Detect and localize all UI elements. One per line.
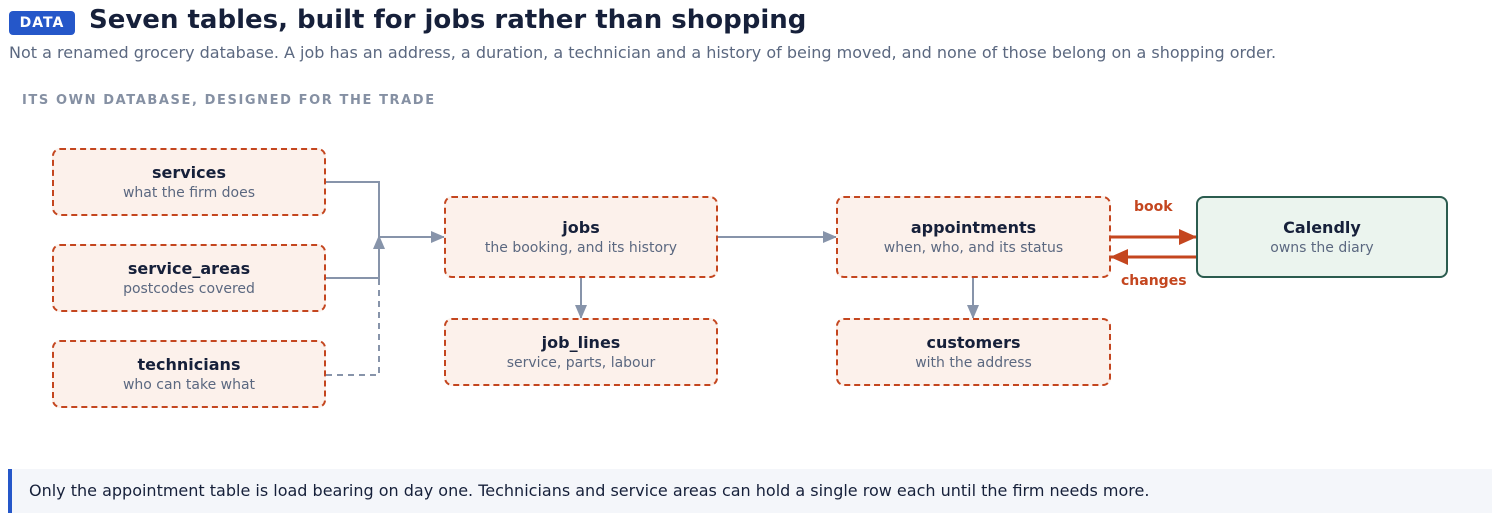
table-description: what the firm does xyxy=(122,185,256,201)
external-calendly: Calendly owns the diary xyxy=(1196,196,1448,278)
table-name: job_lines xyxy=(541,333,621,352)
table-name: services xyxy=(151,163,227,182)
external-description: owns the diary xyxy=(1270,240,1374,256)
table-appointments: appointments when, who, and its status xyxy=(836,196,1111,278)
edge-services-to-bus xyxy=(326,181,380,248)
table-name: technicians xyxy=(137,355,241,374)
table-jobs: jobs the booking, and its history xyxy=(444,196,718,278)
table-description: service, parts, labour xyxy=(506,355,656,371)
edge-technicians-to-bus xyxy=(326,250,380,376)
section-label: ITS OWN DATABASE, DESIGNED FOR THE TRADE xyxy=(22,93,436,108)
edge-label-changes: changes xyxy=(1121,273,1187,289)
table-services: services what the firm does xyxy=(52,148,326,216)
table-job-lines: job_lines service, parts, labour xyxy=(444,318,718,386)
table-description: postcodes covered xyxy=(123,281,255,297)
table-description: with the address xyxy=(915,355,1032,371)
table-service-areas: service_areas postcodes covered xyxy=(52,244,326,312)
table-name: service_areas xyxy=(127,259,251,278)
footer-note: Only the appointment table is load beari… xyxy=(8,469,1492,513)
edge-service-areas-to-bus xyxy=(326,250,380,279)
edge-label-book: book xyxy=(1134,199,1173,215)
table-name: customers xyxy=(926,333,1021,352)
table-name: appointments xyxy=(910,218,1037,237)
external-name: Calendly xyxy=(1283,218,1361,237)
table-name: jobs xyxy=(562,218,600,237)
page-subtitle: Not a renamed grocery database. A job ha… xyxy=(9,43,1277,62)
data-badge: DATA xyxy=(9,11,75,35)
table-customers: customers with the address xyxy=(836,318,1111,386)
table-description: who can take what xyxy=(122,377,256,393)
page-title: Seven tables, built for jobs rather than… xyxy=(89,5,807,35)
table-description: when, who, and its status xyxy=(883,240,1064,256)
table-description: the booking, and its history xyxy=(484,240,678,256)
table-technicians: technicians who can take what xyxy=(52,340,326,408)
